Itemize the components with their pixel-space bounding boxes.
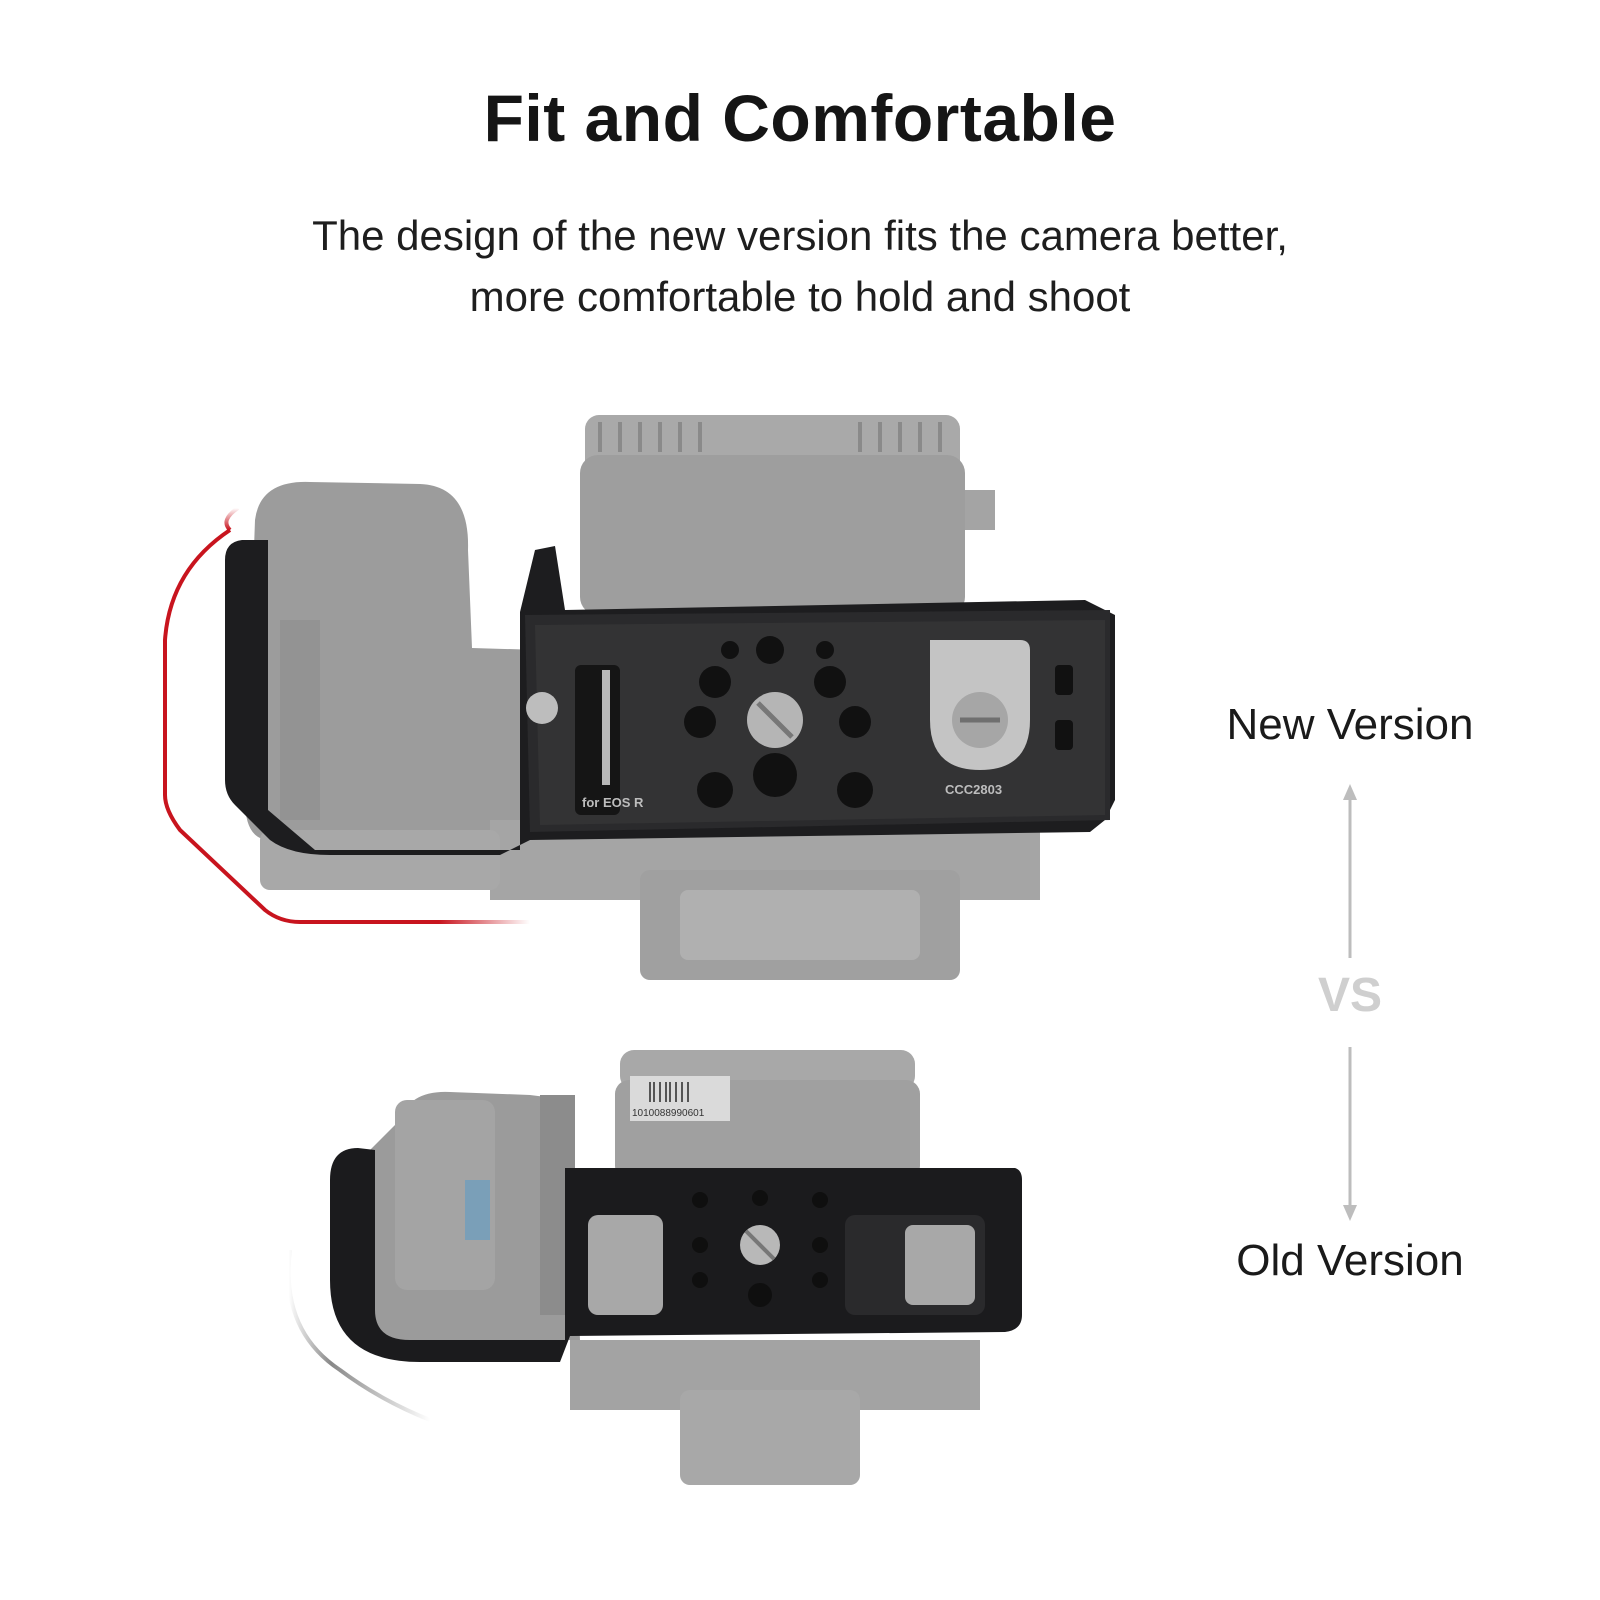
camera-body-new [260,820,1040,980]
comfort-curve-old [286,1249,431,1422]
page-title: Fit and Comfortable [483,81,1117,155]
new-version-label: New Version [1226,700,1474,749]
lens-mount-old [615,1050,920,1180]
page-subtitle: The design of the new version fits the c… [0,205,1600,327]
camera-body-old [570,1340,980,1485]
new-cage-frame [225,540,1115,855]
subtitle-line-1: The design of the new version fits the c… [312,212,1288,259]
new-cage-engrave-right: CCC2803 [945,782,1003,797]
old-cage-illustration [286,1050,1022,1485]
new-cage-illustration [163,415,1115,980]
old-version-cage-image: 1010088990601 [270,1040,1030,1490]
lens-mount-new [580,415,995,615]
old-version-label: Old Version [1236,1236,1464,1285]
arrow-down-icon [1343,1047,1357,1221]
new-cage-engrave-left: for EOS R [582,795,644,810]
comfort-curve-new [163,528,530,924]
camera-grip-old [370,1091,580,1340]
old-cage-frame [330,1148,1022,1362]
camera-grip-new [245,481,542,840]
arrow-up-icon [1343,784,1357,958]
new-version-cage-image: for EOS R CCC2803 [150,400,1140,1000]
subtitle-line-2: more comfortable to hold and shoot [469,273,1131,320]
old-cage-barcode-number: 1010088990601 [632,1108,705,1119]
vs-label: VS [1317,969,1383,1022]
